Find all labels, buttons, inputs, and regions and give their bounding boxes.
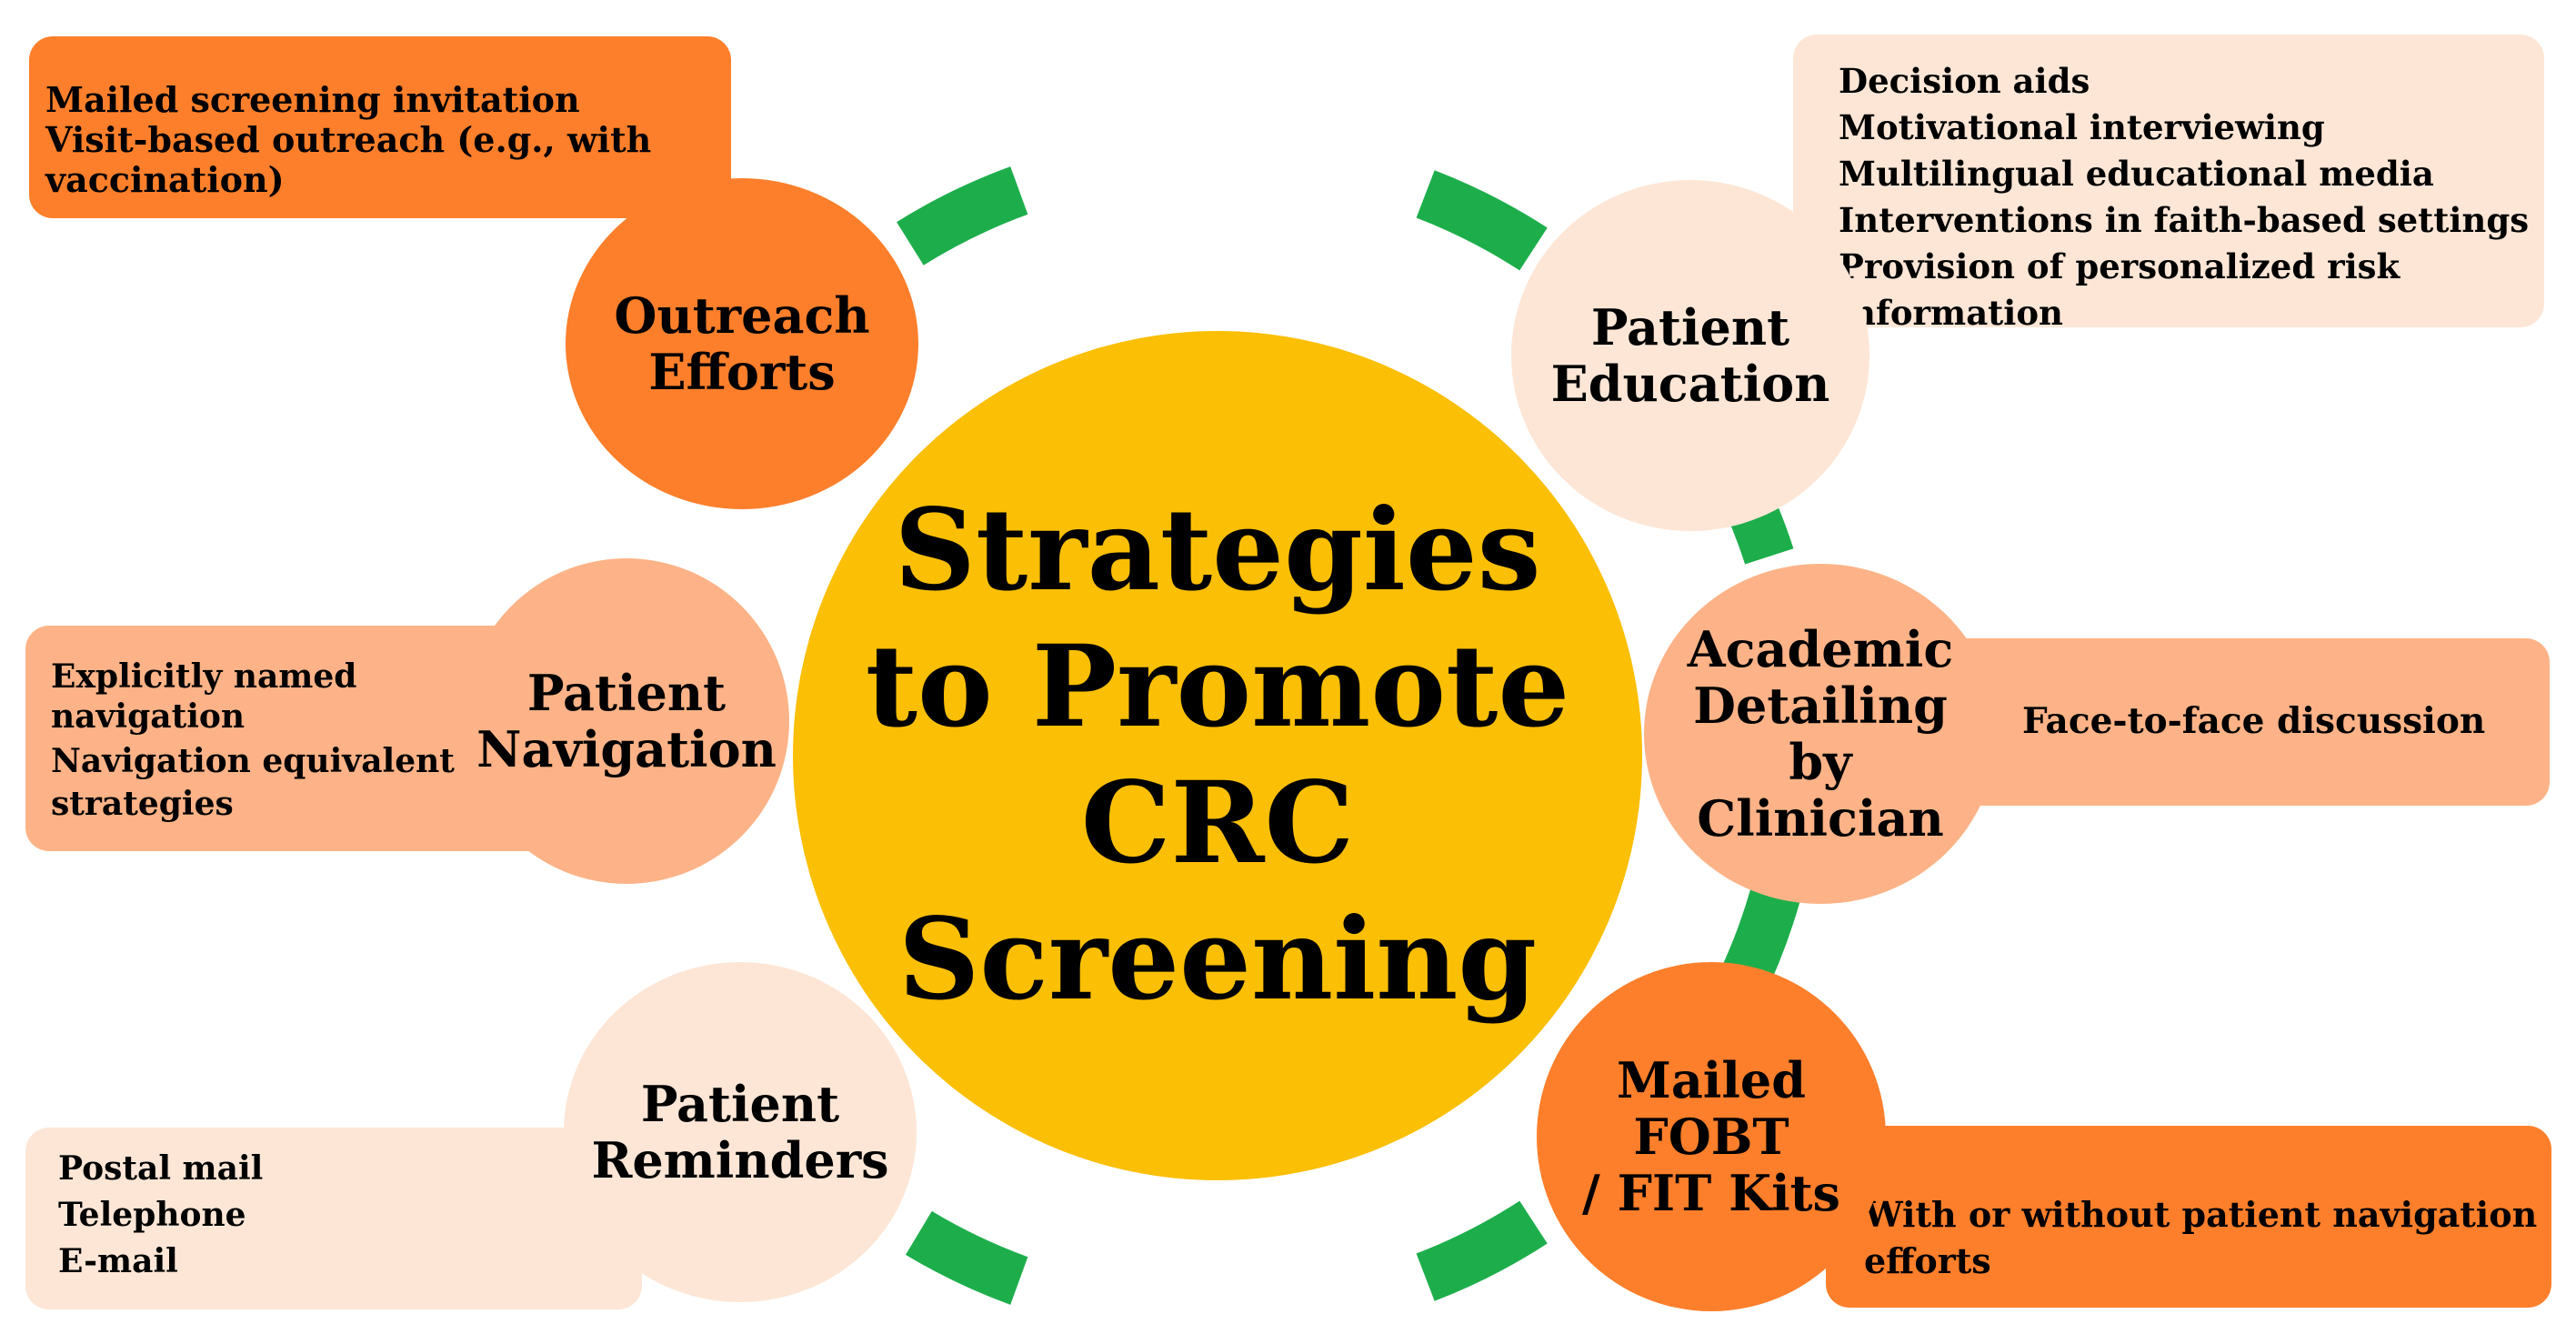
patient-education-node: Patient Education — [1511, 180, 1869, 531]
patient-navigation-item: Explicitly named — [51, 657, 357, 696]
ring-segment — [905, 1210, 1028, 1305]
mailed-fobt-item: With or without patient navigation effor… — [1864, 1194, 2538, 1281]
outreach-details-box: Mailed screening invitation Visit-based … — [29, 36, 731, 218]
center-title-circle: Strategies to Promote CRC Screening — [793, 331, 1642, 1180]
academic-detailing-item: Face-to-face discussion — [2022, 700, 2486, 742]
patient-reminders-details-box: Postal mail Telephone E-mail — [25, 1128, 642, 1309]
patient-education-item: Decision aids — [1839, 61, 2090, 101]
patient-reminders-node: Patient Reminders — [564, 962, 917, 1302]
center-title-line: to Promote — [865, 621, 1570, 753]
patient-education-title-line: Patient — [1590, 298, 1790, 356]
patient-education-item: Multilingual educational media — [1839, 154, 2434, 194]
patient-reminders-item: Telephone — [58, 1196, 246, 1234]
patient-navigation-item: navigation — [51, 697, 246, 736]
mailed-fobt-title-line: / FIT Kits — [1582, 1164, 1840, 1222]
outreach-efforts-node: Outreach Efforts — [566, 178, 918, 509]
academic-detailing-details-box: Face-to-face discussion — [1906, 638, 2550, 806]
patient-reminders-item: Postal mail — [58, 1149, 264, 1188]
center-title-line: Strategies — [894, 485, 1541, 617]
mailed-fobt-details-box: With or without patient navigation effor… — [1826, 1126, 2551, 1308]
mailed-fobt-title-line: Mailed — [1617, 1051, 1806, 1109]
academic-detailing-title-line: Detailing — [1693, 677, 1948, 735]
mailed-fobt-node: Mailed FOBT / FIT Kits — [1537, 962, 1886, 1311]
academic-detailing-title-line: Academic — [1687, 620, 1954, 678]
patient-education-title-line: Education — [1550, 355, 1830, 413]
patient-education-details-box: Decision aids Motivational interviewing … — [1793, 35, 2544, 333]
center-title-line: Screening — [897, 894, 1538, 1026]
outreach-title-line: Outreach — [614, 286, 870, 345]
patient-education-item: Motivational interviewing — [1839, 107, 2325, 147]
academic-detailing-title-line: by — [1789, 733, 1852, 791]
patient-education-item: Provision of personalized risk informati… — [1839, 246, 2401, 333]
outreach-item: Mailed screening invitation — [45, 79, 580, 120]
patient-reminders-item: E-mail — [58, 1242, 178, 1280]
ring-segment — [1416, 1200, 1548, 1301]
patient-navigation-item: strategies — [51, 785, 234, 823]
ring-segment — [1416, 170, 1548, 271]
ring-segment — [897, 166, 1028, 266]
patient-navigation-title-line: Navigation — [476, 720, 777, 778]
patient-navigation-title-line: Patient — [526, 664, 727, 722]
academic-detailing-title-line: Clinician — [1697, 789, 1944, 848]
patient-navigation-node: Patient Navigation — [464, 558, 789, 884]
outreach-title-line: Efforts — [648, 343, 836, 401]
mailed-fobt-title-line: FOBT — [1633, 1108, 1789, 1166]
patient-navigation-item: Navigation equivalent — [51, 742, 455, 780]
academic-detailing-node: Academic Detailing by Clinician — [1644, 564, 1997, 904]
patient-reminders-title-line: Patient — [640, 1075, 840, 1133]
patient-reminders-title-line: Reminders — [591, 1131, 889, 1189]
outreach-item: Visit-based outreach (e.g., with vaccina… — [45, 119, 652, 200]
patient-education-item: Interventions in faith-based settings — [1839, 200, 2530, 240]
center-title-line: CRC — [1080, 757, 1355, 889]
